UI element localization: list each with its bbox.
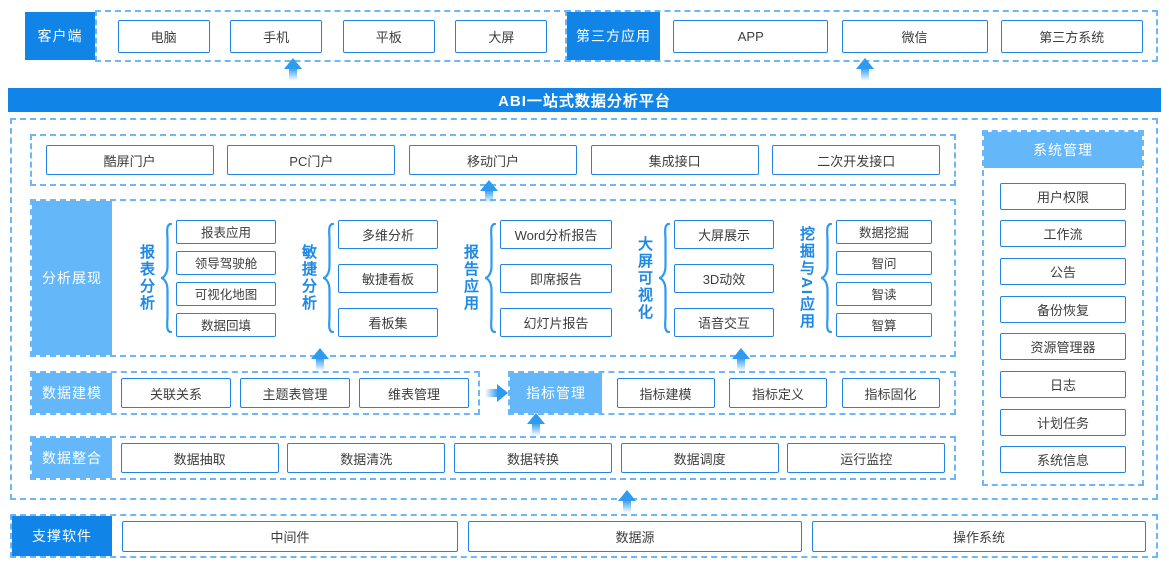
modeling-item: 维表管理 [359, 378, 469, 408]
analysis-item: 数据回填 [176, 312, 276, 337]
brace-icon [820, 222, 833, 334]
analysis-group-name: 挖掘与AI应用 [798, 226, 815, 330]
analysis-group-agile: 敏捷分析 多维分析 敏捷看板 看板集 [298, 219, 438, 337]
up-arrow-icon [284, 58, 302, 82]
up-arrow-icon [527, 413, 545, 437]
platform-banner: ABI一站式数据分析平台 [8, 88, 1161, 112]
analysis-item: 报表应用 [176, 219, 276, 244]
analysis-item: 可视化地图 [176, 281, 276, 306]
metrics-item: 指标固化 [841, 378, 940, 408]
third-party-item: 微信 [841, 19, 988, 53]
metrics-label: 指标管理 [510, 373, 602, 413]
up-arrow-icon [732, 348, 750, 372]
analysis-group-bigscreen: 大屏可视化 大屏展示 3D动效 语音交互 [634, 219, 774, 337]
system-item: 用户权限 [1000, 182, 1126, 210]
third-party-container: 第三方应用 APP 微信 第三方系统 [565, 10, 1158, 62]
system-header: 系统管理 [984, 132, 1142, 168]
analysis-group-name: 报表分析 [138, 244, 155, 312]
analysis-label: 分析展现 [32, 201, 112, 355]
support-item: 中间件 [122, 520, 458, 552]
portal-item: 二次开发接口 [772, 145, 941, 175]
metrics-item: 指标建模 [616, 378, 715, 408]
up-arrow-icon [618, 490, 636, 514]
client-label: 客户端 [25, 12, 95, 60]
brace-icon [484, 222, 497, 334]
metrics-row: 指标管理 指标建模 指标定义 指标固化 [508, 371, 956, 415]
analysis-group-reporting: 报告应用 Word分析报告 即席报告 幻灯片报告 [460, 219, 612, 337]
brace-icon [160, 222, 173, 334]
modeling-item: 关联关系 [121, 378, 231, 408]
support-label: 支撑软件 [12, 516, 112, 556]
system-item: 计划任务 [1000, 408, 1126, 436]
analysis-item: 领导驾驶舱 [176, 250, 276, 275]
analysis-group-name: 大屏可视化 [636, 235, 653, 321]
system-item: 资源管理器 [1000, 333, 1126, 361]
analysis-item: 3D动效 [674, 263, 774, 293]
analysis-item: 智问 [836, 250, 932, 275]
up-arrow-icon [480, 180, 498, 204]
right-arrow-icon [484, 384, 508, 402]
system-sidebar: 系统管理 用户权限 工作流 公告 备份恢复 资源管理器 日志 计划任务 系统信息 [982, 130, 1144, 486]
analysis-item: 智读 [836, 281, 932, 306]
client-container: 电脑 手机 平板 大屏 [95, 10, 570, 62]
analysis-item: 数据挖掘 [836, 219, 932, 244]
platform-container [10, 118, 1158, 500]
analysis-item: 大屏展示 [674, 219, 774, 249]
system-item: 备份恢复 [1000, 295, 1126, 323]
system-item: 日志 [1000, 370, 1126, 398]
system-item: 系统信息 [1000, 446, 1126, 474]
analysis-item: 智算 [836, 312, 932, 337]
analysis-group-name: 报告应用 [462, 244, 479, 312]
analysis-item: 幻灯片报告 [500, 307, 612, 337]
metrics-item: 指标定义 [729, 378, 827, 408]
third-party-item: 第三方系统 [1000, 19, 1143, 53]
analysis-section: 分析展现 报表分析 报表应用 领导驾驶舱 可视化地图 数据回填 敏捷分析 多维分… [30, 199, 956, 357]
analysis-item: 多维分析 [338, 219, 438, 249]
system-item: 工作流 [1000, 220, 1126, 248]
integration-item: 数据清洗 [287, 443, 446, 473]
analysis-item: Word分析报告 [500, 219, 612, 249]
third-party-label: 第三方应用 [567, 12, 660, 60]
analysis-item: 即席报告 [500, 263, 612, 293]
analysis-group-name: 敏捷分析 [300, 244, 317, 312]
modeling-item: 主题表管理 [240, 378, 350, 408]
integration-item: 数据抽取 [120, 443, 279, 473]
system-item: 公告 [1000, 257, 1126, 285]
client-item: 电脑 [117, 19, 210, 53]
integration-item: 运行监控 [787, 443, 946, 473]
up-arrow-icon [856, 58, 874, 82]
support-item: 操作系统 [812, 520, 1146, 552]
up-arrow-icon [311, 348, 329, 372]
portal-item: 集成接口 [590, 145, 759, 175]
brace-icon [322, 222, 335, 334]
client-item: 平板 [342, 19, 435, 53]
brace-icon [658, 222, 671, 334]
integration-label: 数据整合 [32, 438, 112, 478]
modeling-label: 数据建模 [32, 373, 112, 413]
integration-row: 数据整合 数据抽取 数据清洗 数据转换 数据调度 运行监控 [30, 436, 956, 480]
portal-item: PC门户 [227, 145, 396, 175]
analysis-item: 敏捷看板 [338, 263, 438, 293]
portal-item: 酷屏门户 [45, 145, 214, 175]
modeling-row: 数据建模 关联关系 主题表管理 维表管理 [30, 371, 480, 415]
portal-row: 酷屏门户 PC门户 移动门户 集成接口 二次开发接口 [30, 134, 956, 186]
analysis-item: 看板集 [338, 307, 438, 337]
analysis-group-mining-ai: 挖掘与AI应用 数据挖掘 智问 智读 智算 [796, 219, 932, 337]
support-row: 支撑软件 中间件 数据源 操作系统 [10, 514, 1158, 558]
analysis-group-report: 报表分析 报表应用 领导驾驶舱 可视化地图 数据回填 [136, 219, 276, 337]
analysis-item: 语音交互 [674, 307, 774, 337]
support-item: 数据源 [468, 520, 802, 552]
third-party-item: APP [673, 19, 829, 53]
integration-item: 数据调度 [620, 443, 779, 473]
client-item: 大屏 [455, 19, 548, 53]
portal-item: 移动门户 [408, 145, 577, 175]
client-item: 手机 [230, 19, 323, 53]
integration-item: 数据转换 [453, 443, 612, 473]
